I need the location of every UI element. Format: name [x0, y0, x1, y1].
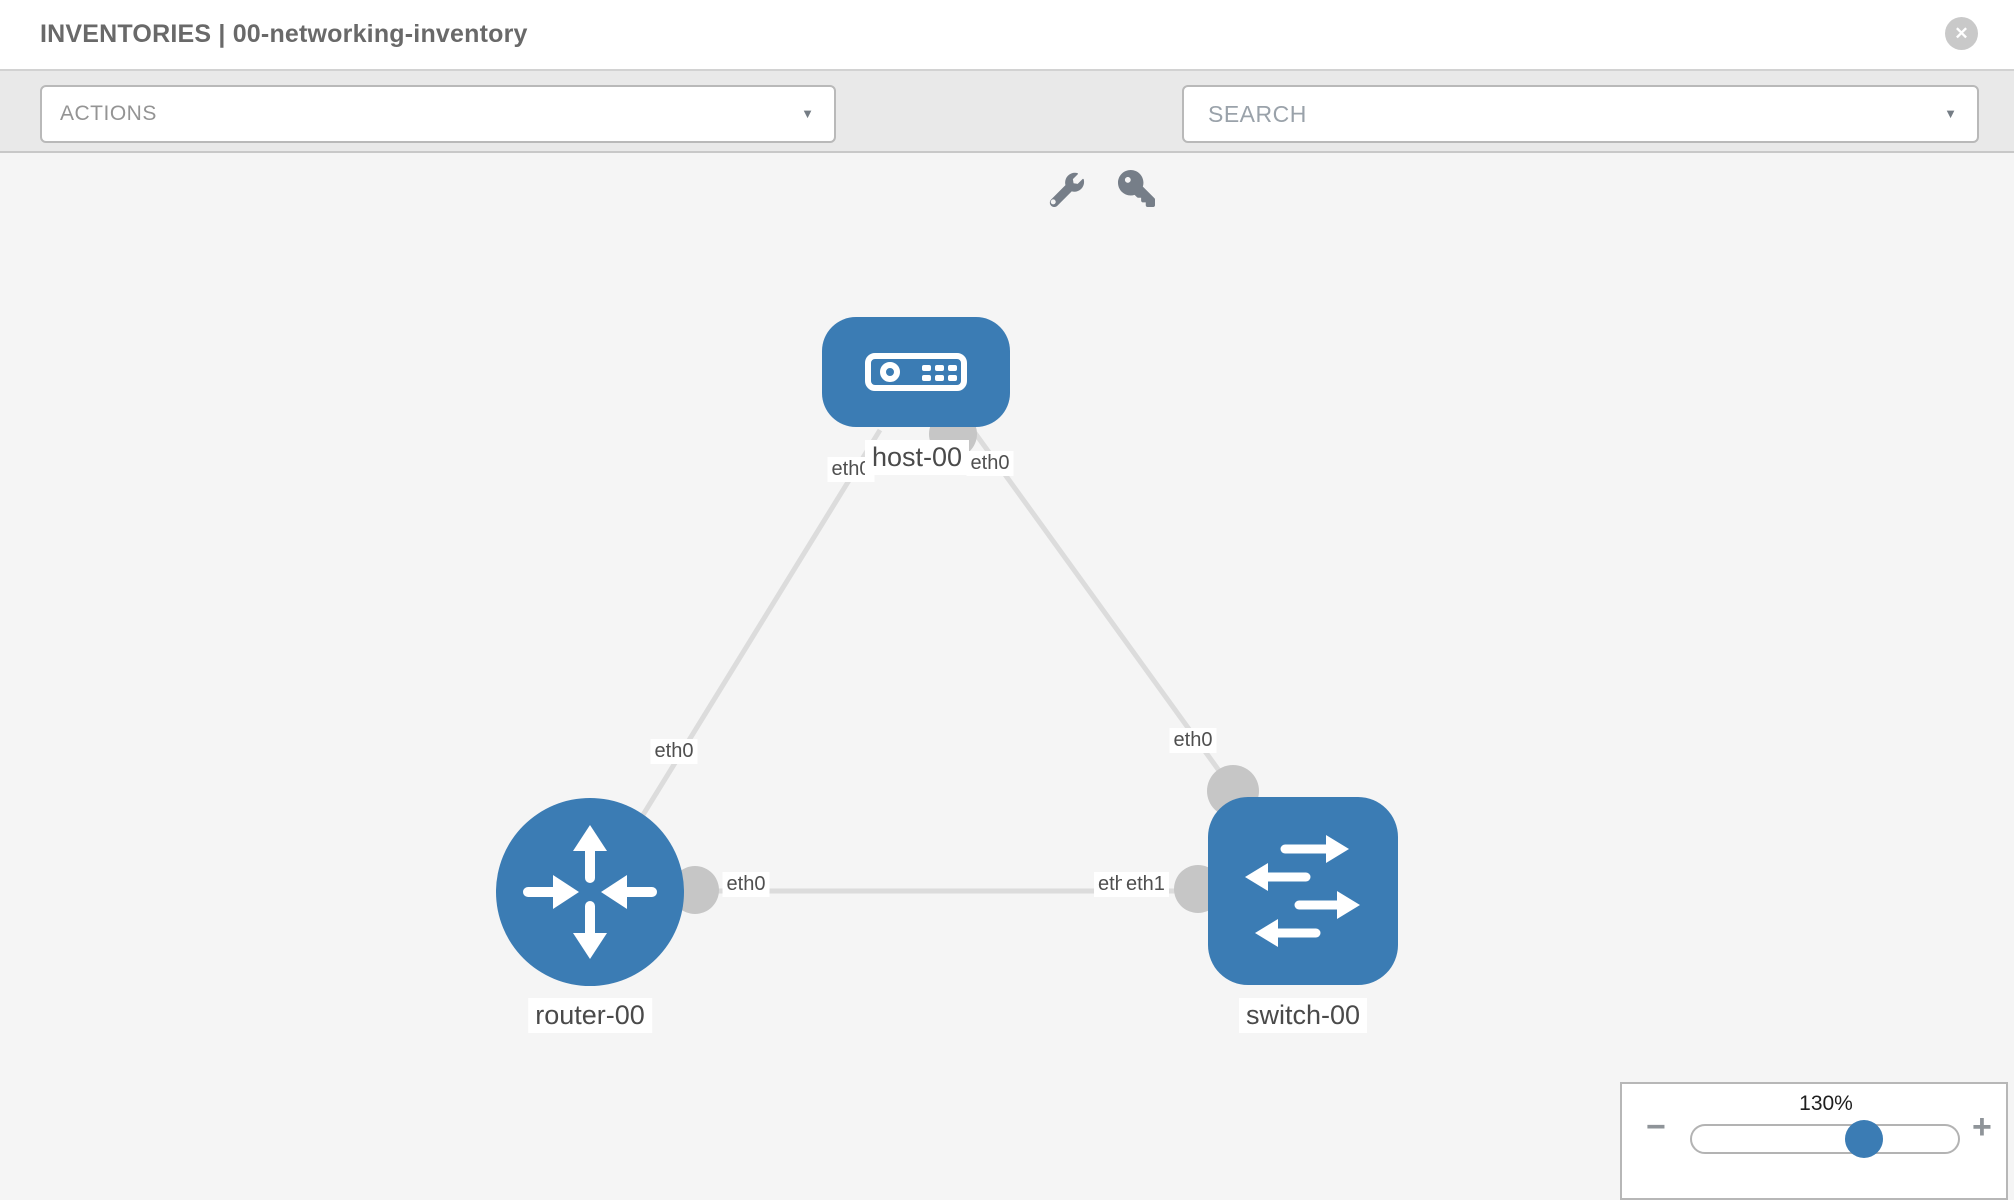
- configure-button[interactable]: [1044, 165, 1090, 211]
- switch-icon: [1245, 835, 1360, 947]
- link-host-router[interactable]: [595, 428, 883, 890]
- node-switch-00[interactable]: [1208, 797, 1398, 985]
- toolbar: ACTIONS ▼ SEARCH ▼: [0, 71, 2014, 207]
- zoom-out-button[interactable]: −: [1646, 1108, 1666, 1146]
- actions-dropdown[interactable]: ACTIONS ▼: [40, 85, 836, 143]
- search-placeholder: SEARCH: [1208, 101, 1307, 127]
- router-icon: [523, 825, 657, 959]
- header: INVENTORIES | 00-networking-inventory ✕: [0, 0, 2014, 71]
- zoom-level: 130%: [1799, 1092, 1853, 1115]
- node-label-switch-00: switch-00: [1238, 998, 1368, 1034]
- interface-label: eth0: [1169, 728, 1217, 753]
- node-label-host-00: host-00: [864, 440, 970, 476]
- interface-label: eth0: [650, 739, 698, 764]
- node-host-00[interactable]: [822, 317, 1010, 427]
- host-icon: [865, 353, 967, 391]
- search-dropdown[interactable]: SEARCH ▼: [1182, 85, 1979, 143]
- credentials-button[interactable]: [1113, 165, 1159, 211]
- node-label-router-00: router-00: [528, 998, 652, 1034]
- zoom-panel: 130% − +: [1620, 1082, 2008, 1200]
- key-icon: [1117, 169, 1155, 207]
- page-title: INVENTORIES | 00-networking-inventory: [40, 20, 528, 48]
- close-icon: ✕: [1954, 24, 1969, 43]
- zoom-in-button[interactable]: +: [1972, 1108, 1992, 1146]
- zoom-slider-thumb[interactable]: [1845, 1120, 1883, 1158]
- interface-label: eth0: [966, 451, 1014, 476]
- interface-ports: [671, 410, 1259, 914]
- interface-label: eth1: [1122, 872, 1169, 897]
- links: [590, 428, 1303, 894]
- topology-canvas[interactable]: [0, 153, 2014, 1200]
- wrench-icon: [1049, 172, 1084, 207]
- node-router-00[interactable]: [496, 798, 684, 986]
- interface-label: eth0: [722, 872, 770, 897]
- chevron-down-icon: ▼: [1944, 106, 1957, 121]
- chevron-down-icon: ▼: [801, 106, 814, 121]
- close-button[interactable]: ✕: [1945, 17, 1978, 50]
- zoom-slider[interactable]: [1690, 1120, 1960, 1158]
- actions-dropdown-value: ACTIONS: [60, 102, 157, 125]
